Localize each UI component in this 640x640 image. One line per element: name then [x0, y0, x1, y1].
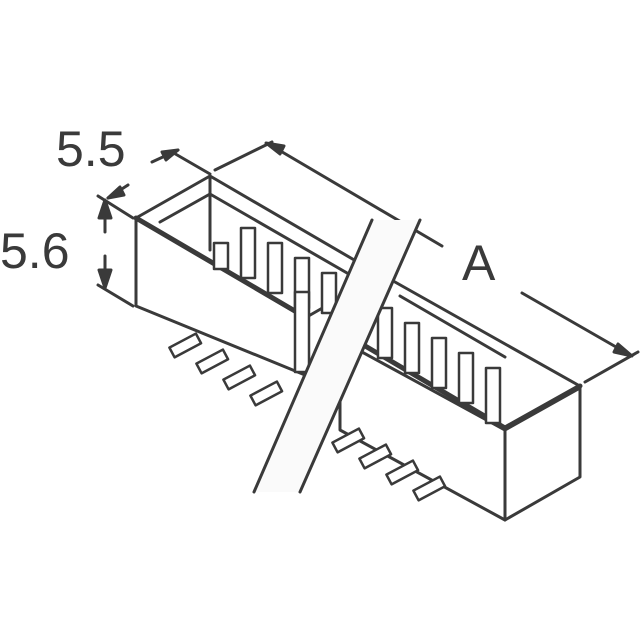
smd-legs: [168, 332, 447, 502]
pins-right: [376, 306, 502, 425]
dimension-depth-label: 5.5: [56, 121, 126, 177]
housing-left: [133, 174, 382, 377]
housing-right: [338, 280, 583, 522]
dimension-height-lines: [96, 198, 135, 308]
pins-left: [212, 226, 338, 374]
dimension-length-label: A: [462, 235, 496, 291]
dimension-height-label: 5.6: [0, 223, 70, 279]
break-line-band: [252, 218, 422, 494]
